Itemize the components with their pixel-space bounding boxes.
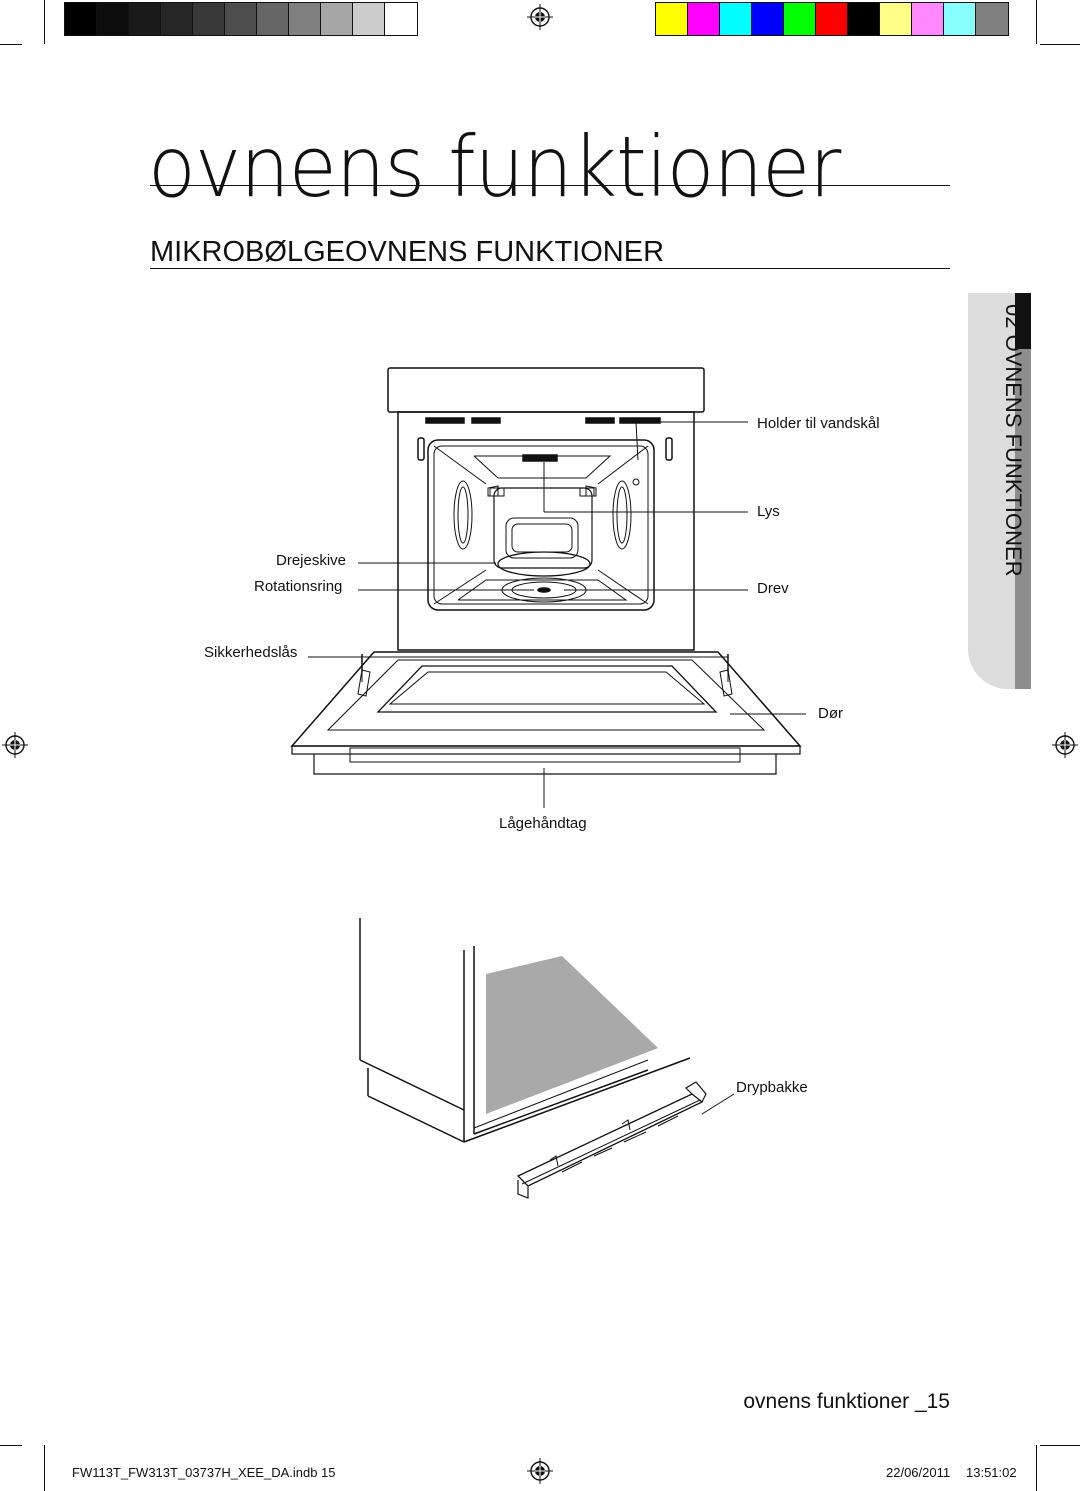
registration-mark-icon	[527, 1458, 553, 1484]
section-title: MIKROBØLGEOVNENS FUNKTIONER	[150, 236, 665, 268]
crop-mark	[0, 44, 22, 45]
crop-mark	[0, 1445, 22, 1446]
registration-mark-icon	[527, 4, 553, 30]
section-rule	[150, 268, 950, 269]
footer-date: 22/06/2011	[886, 1465, 951, 1480]
color-swatch	[656, 3, 688, 35]
label-dor: Dør	[818, 705, 843, 722]
label-sikkerhedslas: Sikkerhedslås	[204, 644, 298, 661]
color-swatch	[944, 3, 976, 35]
side-tab-strip	[1015, 349, 1031, 689]
page-title: ovnens funktioner	[148, 118, 841, 216]
color-swatch	[720, 3, 752, 35]
label-drypbakke: Drypbakke	[736, 1079, 808, 1096]
label-holder-til-vandskal: Holder til vandskål	[757, 415, 880, 432]
title-rule	[150, 185, 950, 186]
footer-file-name: FW113T_FW313T_03737H_XEE_DA.indb 15	[72, 1465, 336, 1480]
label-rotationsring: Rotationsring	[254, 578, 343, 595]
label-lys: Lys	[757, 503, 780, 520]
color-swatch	[688, 3, 720, 35]
registration-mark-icon	[2, 732, 28, 758]
color-swatch	[97, 3, 129, 35]
color-swatch	[880, 3, 912, 35]
color-swatch	[193, 3, 225, 35]
crop-mark	[1040, 1445, 1080, 1446]
crop-mark	[44, 0, 45, 44]
side-tab-marker	[1015, 293, 1031, 349]
oven-leader-lines	[308, 421, 806, 808]
label-lagehandtag: Lågehåndtag	[499, 815, 587, 832]
color-swatch	[976, 3, 1008, 35]
label-drejeskive: Drejeskive	[276, 552, 347, 569]
grey-swatch-bar	[64, 2, 418, 36]
color-swatch	[385, 3, 417, 35]
color-swatch	[321, 3, 353, 35]
color-swatch	[161, 3, 193, 35]
crop-mark	[44, 1445, 45, 1491]
color-swatch	[784, 3, 816, 35]
crop-mark	[1040, 44, 1080, 45]
crop-mark	[1036, 0, 1037, 44]
crop-mark	[1036, 1445, 1037, 1491]
color-swatch	[289, 3, 321, 35]
registration-mark-icon	[1052, 732, 1078, 758]
drip-tray-diagram	[359, 918, 707, 1199]
side-tab-label: 02 OVNENS FUNKTIONER	[1001, 304, 1026, 577]
color-swatch	[257, 3, 289, 35]
color-swatch	[816, 3, 848, 35]
label-drev: Drev	[757, 580, 789, 597]
color-swatch-bar	[655, 2, 1009, 36]
color-swatch	[353, 3, 385, 35]
color-swatch	[848, 3, 880, 35]
color-swatch	[65, 3, 97, 35]
footer-page-label: ovnens funktioner _15	[743, 1390, 950, 1413]
color-swatch	[912, 3, 944, 35]
color-swatch	[225, 3, 257, 35]
color-swatch	[129, 3, 161, 35]
color-swatch	[752, 3, 784, 35]
footer-time: 13:51:02	[966, 1465, 1017, 1480]
oven-diagram	[290, 367, 802, 775]
drip-tray-leader	[701, 1093, 735, 1115]
